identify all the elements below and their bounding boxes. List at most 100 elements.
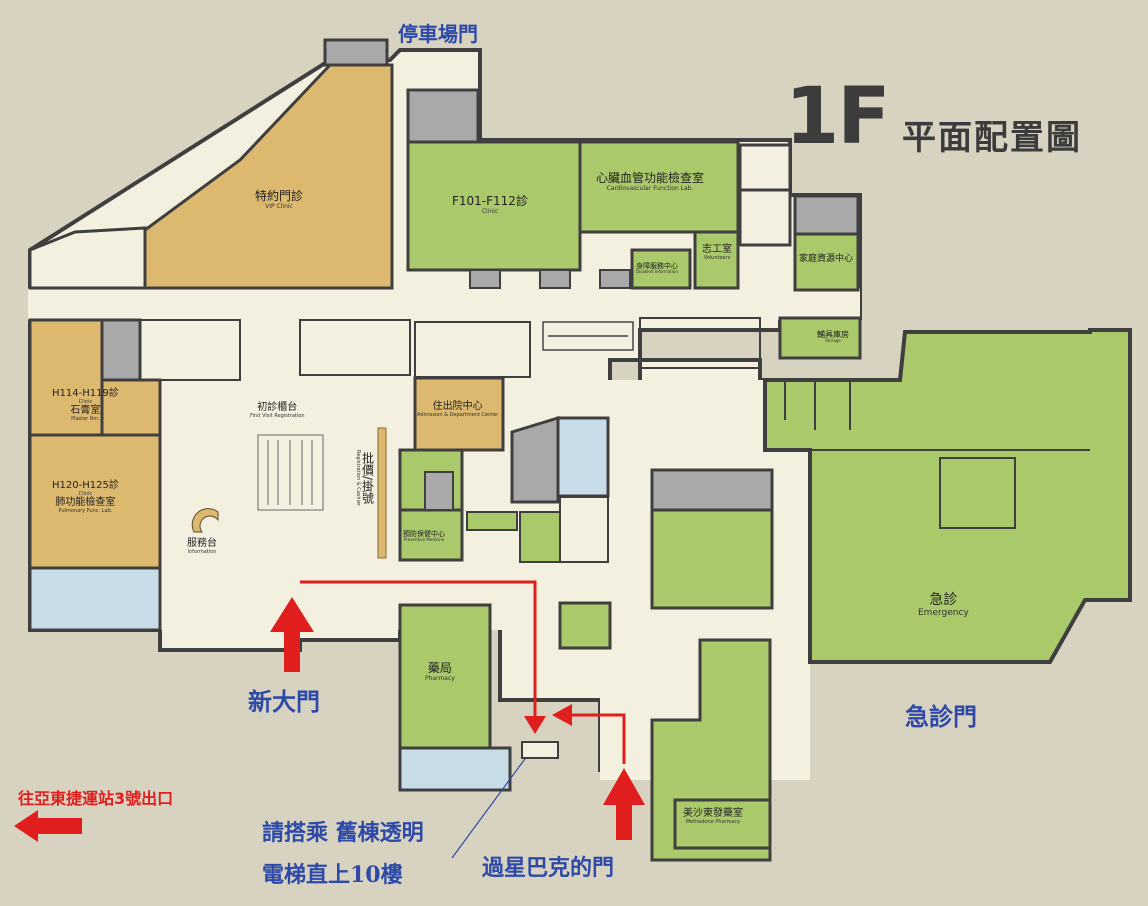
label-en: Disabled Information — [636, 269, 678, 275]
registration-counter — [377, 427, 387, 559]
label-volunteer: 志工室 Volunteers — [702, 244, 732, 261]
room-left-blue — [28, 566, 162, 632]
room-h114-grey — [100, 318, 142, 382]
label-en-2: Pulmonary Func. Lab. — [58, 507, 113, 514]
block-grey-top — [406, 88, 480, 144]
starbucks-door-arrow-icon — [603, 768, 645, 840]
label-zh: 預防保健中心 — [403, 530, 445, 538]
label-zh-2: 肺功能檢查室 — [55, 497, 116, 509]
mrt-note: 往亞東捷運站3號出口 — [18, 789, 174, 808]
label-en: Clinic — [78, 490, 93, 497]
room-pharmacy — [398, 603, 492, 750]
wc-female — [110, 240, 140, 270]
route-line-starbucks — [570, 713, 626, 764]
elevator-bank-1 — [139, 317, 761, 381]
label-zh: 服務台 — [187, 538, 217, 549]
starbucks-door-label: 過星巴克的門 — [482, 856, 615, 881]
label-zh: 急診 — [929, 592, 958, 608]
label-zh: 批價/掛號 — [360, 452, 375, 505]
room-family — [793, 232, 860, 292]
label-cardio: 心臟血管功能檢查室 Cardiovascular Function Lab. — [596, 171, 704, 193]
room-wc-right — [738, 188, 792, 247]
label-zh: H120-H125診 — [52, 480, 119, 491]
escalator-lobby — [257, 434, 324, 511]
room-cardio — [578, 140, 740, 234]
route-line-main — [300, 580, 537, 718]
label-emergency: 急診 Emergency — [918, 592, 969, 618]
room-green-mid — [650, 508, 774, 610]
wc-male — [75, 240, 105, 270]
label-zh: 初診櫃台 — [257, 402, 298, 413]
label-storage: 輔具庫房 Storage — [817, 330, 849, 344]
label-en: Information — [187, 548, 217, 555]
label-en: Admission & Department Center — [417, 411, 499, 418]
label-info-center: 身障服務中心 Disabled Information — [636, 262, 678, 275]
elevator-pointer-line — [451, 751, 531, 859]
label-en: Methadone Pharmacy — [685, 818, 741, 825]
label-f101: F101-F112診 Clinic — [452, 194, 528, 216]
label-en: VIP Clinic — [265, 202, 293, 210]
room-green-small — [558, 601, 612, 650]
main-corridor — [28, 288, 860, 320]
route-arrowhead-starbucks — [552, 704, 572, 726]
emergency-door-label: 急診門 — [905, 703, 977, 731]
room-info-center — [630, 248, 692, 290]
block-blue-center — [556, 416, 610, 498]
room-h120 — [28, 433, 162, 570]
label-zh: F101-F112診 — [452, 194, 528, 208]
label-zh: 身障服務中心 — [636, 262, 678, 270]
grey-small-2 — [539, 269, 571, 289]
label-en: First Visit Registration — [250, 412, 305, 419]
room-preventive-grey — [424, 471, 454, 511]
block-grey-center — [510, 415, 560, 504]
block-grey-mid — [650, 468, 774, 512]
label-h120: H120-H125診 Clinic 肺功能檢查室 Pulmonary Func.… — [52, 480, 119, 515]
label-en: Clinic — [481, 207, 499, 215]
label-info-desk: 服務台 Information — [187, 538, 217, 555]
grey-small-1 — [469, 269, 501, 289]
elevator-note-line1: 請搭乘 舊棟透明 — [262, 820, 424, 846]
room-storage — [778, 316, 862, 360]
label-zh: H114-H119診 — [52, 388, 119, 399]
label-en-2: Plaster Rm. — [71, 415, 100, 422]
parking-door-label: 停車場門 — [398, 22, 478, 46]
label-en: Cardiovascular Function Lab. — [606, 184, 694, 192]
label-zh: 特約門診 — [255, 189, 304, 203]
label-zh: 住出院中心 — [432, 401, 483, 412]
label-en: Emergency — [918, 608, 969, 619]
label-zh: 志工室 — [702, 244, 732, 255]
parking-top-box — [323, 38, 389, 67]
label-methadone: 美沙東發藥室 Methadone Pharmacy — [683, 808, 743, 825]
label-pharmacy: 藥局 Pharmacy — [425, 661, 455, 683]
main-door-label: 新大門 — [248, 688, 320, 716]
label-h114: H114-H119診 Clinic 石膏室 Plaster Rm. — [52, 388, 119, 423]
room-methadone — [673, 798, 772, 850]
emergency-partitions — [784, 380, 1090, 529]
label-preventive: 預防保健中心 Preventive Medicine — [403, 530, 445, 543]
elevator-note-line2: 電梯直上10樓 — [262, 862, 403, 888]
label-zh: 美沙東發藥室 — [683, 808, 743, 819]
elevator-marker — [521, 741, 559, 759]
label-en: Pharmacy — [425, 674, 455, 682]
label-en: Clinic — [78, 398, 93, 405]
mrt-left-arrow-icon — [14, 810, 82, 842]
room-small-green-1 — [466, 511, 518, 531]
escalator-top — [542, 321, 634, 351]
label-en: Preventive Medicine — [403, 537, 445, 543]
room-wc-center — [559, 496, 609, 563]
label-zh-2: 石膏室 — [70, 405, 101, 417]
label-en: Volunteers — [703, 254, 731, 261]
block-grey-right — [793, 194, 860, 236]
label-first-visit: 初診櫃台 First Visit Registration — [250, 402, 305, 419]
label-admission: 住出院中心 Admission & Department Center — [417, 401, 498, 418]
info-desk-icon — [191, 508, 219, 533]
room-exit-right — [738, 143, 792, 192]
label-zh: 藥局 — [427, 661, 452, 675]
label-en: Storage — [825, 338, 841, 344]
label-registration: 批價/掛號 Registration & Cashier — [354, 450, 375, 506]
route-arrowhead-main — [524, 716, 546, 734]
main-door-arrow-icon — [270, 597, 314, 672]
label-zh: 輔具庫房 — [817, 330, 849, 339]
